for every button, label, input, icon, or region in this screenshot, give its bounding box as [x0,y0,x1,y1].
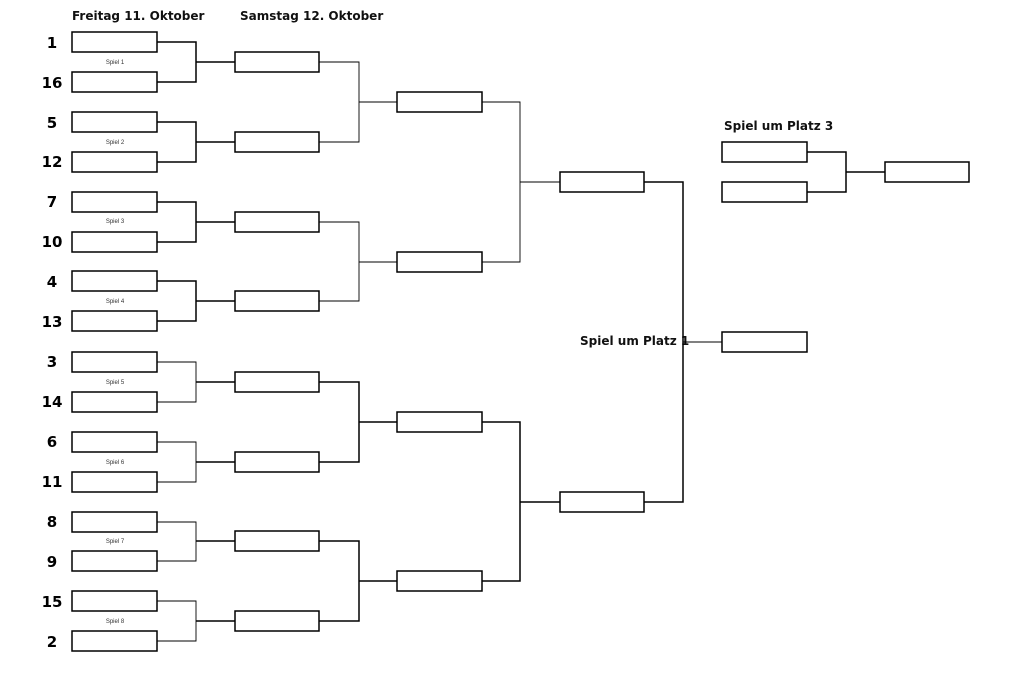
team-slot[interactable] [234,451,320,473]
game-label: Spiel 1 [106,60,125,66]
seed-label: 14 [42,393,63,411]
round2-slots [234,51,320,632]
team-slot[interactable] [396,411,483,433]
team-slot[interactable] [71,630,158,652]
third-place-winner-slot[interactable] [884,161,970,183]
round3-connectors [482,101,560,582]
round2-connectors [319,61,397,622]
game-label: Spiel 7 [106,539,125,545]
game-labels: Spiel 1 Spiel 2 Spiel 3 Spiel 4 Spiel 5 … [106,60,125,625]
team-slot[interactable] [234,530,320,552]
day1-header: Freitag 11. Oktober [72,9,205,23]
seed-label: 11 [42,473,63,491]
game-label: Spiel 6 [106,460,125,466]
third-place-header: Spiel um Platz 3 [724,119,833,133]
seed-label: 12 [42,153,63,171]
game-label: Spiel 2 [106,140,125,146]
game-label: Spiel 4 [106,299,125,305]
team-slot[interactable] [234,610,320,632]
team-slot[interactable] [71,550,158,572]
seed-label: 5 [47,114,57,132]
champion-slot[interactable] [721,331,808,353]
seed-label: 8 [47,513,57,531]
seed-label: 9 [47,553,57,571]
team-slot[interactable] [71,31,158,53]
team-slot[interactable] [71,471,158,493]
team-slot[interactable] [71,111,158,133]
seed-label: 16 [42,74,63,92]
team-slot[interactable] [71,590,158,612]
seed-label: 15 [42,593,63,611]
seed-label: 4 [47,273,57,291]
team-slot[interactable] [71,391,158,413]
team-slot[interactable] [396,570,483,592]
team-slot[interactable] [71,511,158,533]
final-header: Spiel um Platz 1 [580,334,689,348]
seed-label: 10 [42,233,63,251]
seed-label: 3 [47,353,57,371]
team-slot[interactable] [234,211,320,233]
team-slot[interactable] [396,91,483,113]
team-slot[interactable] [71,71,158,93]
third-place-bracket [721,141,970,203]
team-slot[interactable] [71,231,158,253]
seed-label: 7 [47,193,57,211]
game-label: Spiel 5 [106,380,125,386]
seed-label: 6 [47,433,57,451]
team-slot[interactable] [234,51,320,73]
team-slot[interactable] [71,270,158,292]
seed-label: 2 [47,633,57,651]
round1-slots [71,31,158,652]
day2-header: Samstag 12. Oktober [240,9,383,23]
round3-slots [396,91,483,592]
team-slot[interactable] [559,171,645,193]
game-label: Spiel 8 [106,619,125,625]
seed-label: 13 [42,313,63,331]
team-slot[interactable] [71,351,158,373]
team-slot[interactable] [396,251,483,273]
game-label: Spiel 3 [106,219,125,225]
team-slot[interactable] [721,141,808,163]
team-slot[interactable] [71,431,158,453]
team-slot[interactable] [71,191,158,213]
team-slot[interactable] [559,491,645,513]
team-slot[interactable] [721,181,808,203]
seed-label: 1 [47,34,57,52]
team-slot[interactable] [71,310,158,332]
team-slot[interactable] [234,371,320,393]
round1-connectors [157,41,235,642]
team-slot[interactable] [234,290,320,312]
team-slot[interactable] [234,131,320,153]
team-slot[interactable] [71,151,158,173]
seed-labels: 1 16 5 12 7 10 4 13 3 14 6 11 8 9 15 2 [42,34,63,651]
